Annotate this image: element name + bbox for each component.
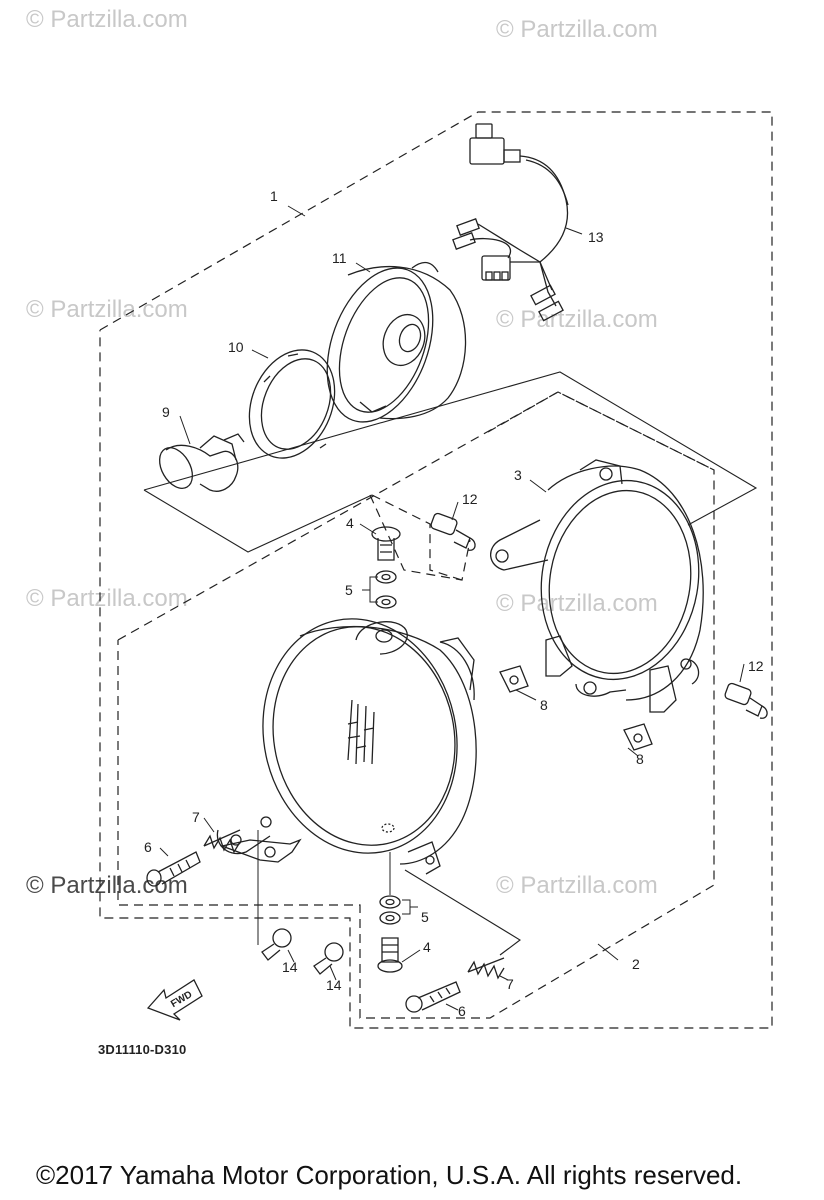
- callout: 6: [458, 1003, 466, 1019]
- screw: [377, 937, 403, 973]
- adjusting-screw: [146, 851, 201, 887]
- callout: 13: [588, 229, 604, 245]
- watermark: © Partzilla.com: [496, 872, 658, 899]
- callout: 8: [636, 751, 644, 767]
- spring: [467, 957, 505, 980]
- watermark: © Partzilla.com: [26, 6, 188, 33]
- washer: [375, 570, 397, 584]
- screw: [371, 526, 401, 561]
- sub-assembly-frames: [143, 371, 758, 956]
- headlight-housing: [326, 261, 467, 423]
- leader-lines: [159, 205, 745, 1011]
- fwd-arrow-icon: [146, 979, 203, 1021]
- adjuster-bracket: [216, 816, 302, 863]
- callout: 11: [332, 250, 347, 266]
- headlight-bulb: [158, 433, 245, 492]
- callout: 7: [192, 809, 200, 825]
- adjusting-screw: [405, 981, 461, 1013]
- callout: 14: [326, 977, 342, 993]
- watermark: © Partzilla.com: [26, 296, 188, 323]
- callout: 2: [632, 956, 640, 972]
- position-bulb: [430, 512, 476, 551]
- screw: [261, 928, 292, 961]
- watermark: © Partzilla.com: [26, 585, 188, 612]
- headlight-unit: [262, 618, 477, 875]
- callout: 3: [514, 467, 522, 483]
- diagram-code: 3D11110-D310: [98, 1042, 187, 1057]
- retaining-ring: [248, 349, 336, 459]
- clip: [499, 665, 529, 693]
- clip: [623, 723, 653, 751]
- callout: 10: [228, 339, 244, 355]
- callout: 7: [506, 976, 514, 992]
- headlight-bracket: [490, 459, 704, 713]
- callout: 12: [462, 491, 478, 507]
- callout: 4: [423, 939, 431, 955]
- callout: 4: [346, 515, 354, 531]
- fwd-label: FWD: [169, 989, 194, 1010]
- watermark: © Partzilla.com: [496, 590, 658, 617]
- callout: 1: [270, 188, 278, 204]
- assembly-boundaries: [99, 111, 773, 1029]
- callout: 9: [162, 404, 170, 420]
- callout: 6: [144, 839, 152, 855]
- washer: [375, 595, 397, 609]
- callout: 8: [540, 697, 548, 713]
- watermark: © Partzilla.com: [496, 306, 658, 333]
- watermark: © Partzilla.com: [496, 16, 658, 43]
- washer: [379, 895, 401, 909]
- wire-harness: [452, 123, 569, 322]
- position-bulb: [724, 682, 768, 719]
- callout: 5: [421, 909, 429, 925]
- callout: 12: [748, 658, 764, 674]
- screw: [313, 942, 344, 975]
- washer: [379, 911, 401, 925]
- callout: 14: [282, 959, 298, 975]
- copyright-notice: ©2017 Yamaha Motor Corporation, U.S.A. A…: [36, 1160, 743, 1190]
- callout: 5: [345, 582, 353, 598]
- spring: [203, 829, 241, 854]
- callout-numbers: 1 2 3 4 4 5 5 6 6 7 7 8 8 9 10 11 12 12 …: [144, 188, 764, 1019]
